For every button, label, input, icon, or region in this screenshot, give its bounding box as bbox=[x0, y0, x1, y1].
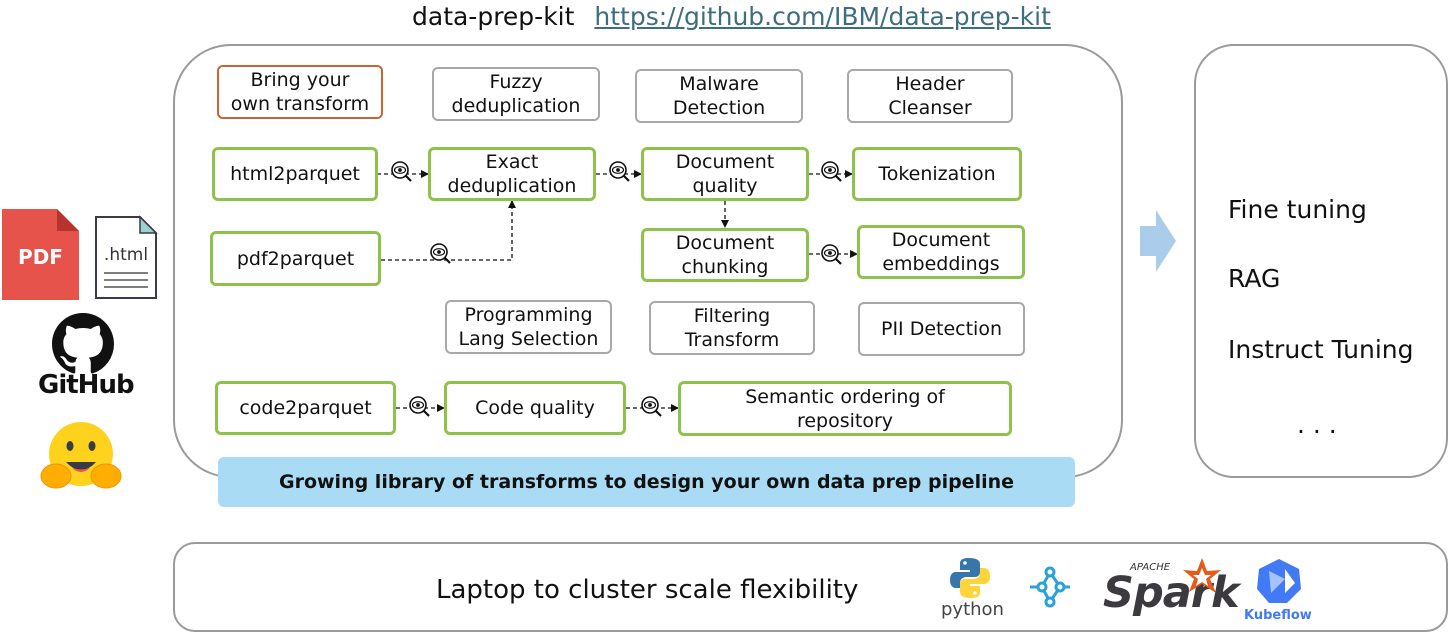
use-case-more: . . . bbox=[1297, 410, 1337, 439]
pdf-icon: PDF bbox=[2, 209, 79, 300]
transform-html2parquet[interactable]: html2parquet bbox=[212, 147, 378, 201]
transform-malware-detection[interactable]: Malware Detection bbox=[635, 69, 803, 123]
kubeflow-icon bbox=[1257, 559, 1301, 603]
spark-logo-text: Spark bbox=[1103, 568, 1240, 618]
spark-apache-label: APACHE bbox=[1130, 562, 1171, 573]
kubeflow-label: Kubeflow bbox=[1244, 608, 1312, 623]
github-label: GitHub bbox=[38, 370, 135, 400]
transform-tokenization[interactable]: Tokenization bbox=[852, 147, 1022, 201]
use-case-instruct-tuning: Instruct Tuning bbox=[1228, 335, 1414, 364]
header: data-prep-kit https://github.com/IBM/dat… bbox=[412, 2, 1051, 31]
pdf-label: PDF bbox=[18, 245, 63, 269]
use-cases-panel bbox=[1194, 44, 1448, 478]
transform-pii-detection[interactable]: PII Detection bbox=[858, 302, 1025, 356]
spark-star-icon bbox=[1183, 558, 1221, 593]
html-label: .html bbox=[103, 245, 149, 265]
hugging-face-icon bbox=[40, 422, 122, 489]
html-file-icon: .html bbox=[94, 215, 158, 300]
python-icon bbox=[950, 558, 990, 598]
transforms-banner: Growing library of transforms to design … bbox=[218, 457, 1075, 507]
transform-fuzzy-dedup[interactable]: Fuzzy deduplication bbox=[432, 67, 600, 121]
use-case-rag: RAG bbox=[1228, 264, 1281, 293]
workflow-graph-icon bbox=[1030, 566, 1070, 608]
header-title: data-prep-kit bbox=[412, 2, 575, 31]
github-icon bbox=[52, 313, 114, 375]
banner-text: Growing library of transforms to design … bbox=[278, 471, 1015, 493]
transform-code2parquet[interactable]: code2parquet bbox=[215, 381, 396, 435]
transform-exact-dedup[interactable]: Exact deduplication bbox=[428, 147, 596, 201]
scale-label: Laptop to cluster scale flexibility bbox=[436, 575, 859, 605]
transform-document-quality[interactable]: Document quality bbox=[641, 147, 809, 201]
use-case-fine-tuning: Fine tuning bbox=[1228, 195, 1367, 224]
flow-arrow-icon bbox=[1140, 210, 1176, 272]
transform-document-embeddings[interactable]: Document embeddings bbox=[857, 225, 1025, 279]
scale-panel bbox=[173, 542, 1448, 632]
python-label: python bbox=[941, 599, 1004, 620]
transform-document-chunking[interactable]: Document chunking bbox=[641, 228, 809, 282]
repo-link[interactable]: https://github.com/IBM/data-prep-kit bbox=[594, 2, 1051, 31]
transform-pdf2parquet[interactable]: pdf2parquet bbox=[210, 231, 381, 286]
transform-filtering[interactable]: Filtering Transform bbox=[649, 301, 815, 355]
transform-semantic-ordering[interactable]: Semantic ordering of repository bbox=[678, 381, 1012, 436]
transform-header-cleanser[interactable]: Header Cleanser bbox=[847, 69, 1013, 123]
transform-code-quality[interactable]: Code quality bbox=[444, 381, 626, 435]
transform-bring-your-own[interactable]: Bring your own transform bbox=[217, 65, 383, 119]
transform-programming-lang[interactable]: Programming Lang Selection bbox=[445, 300, 612, 354]
